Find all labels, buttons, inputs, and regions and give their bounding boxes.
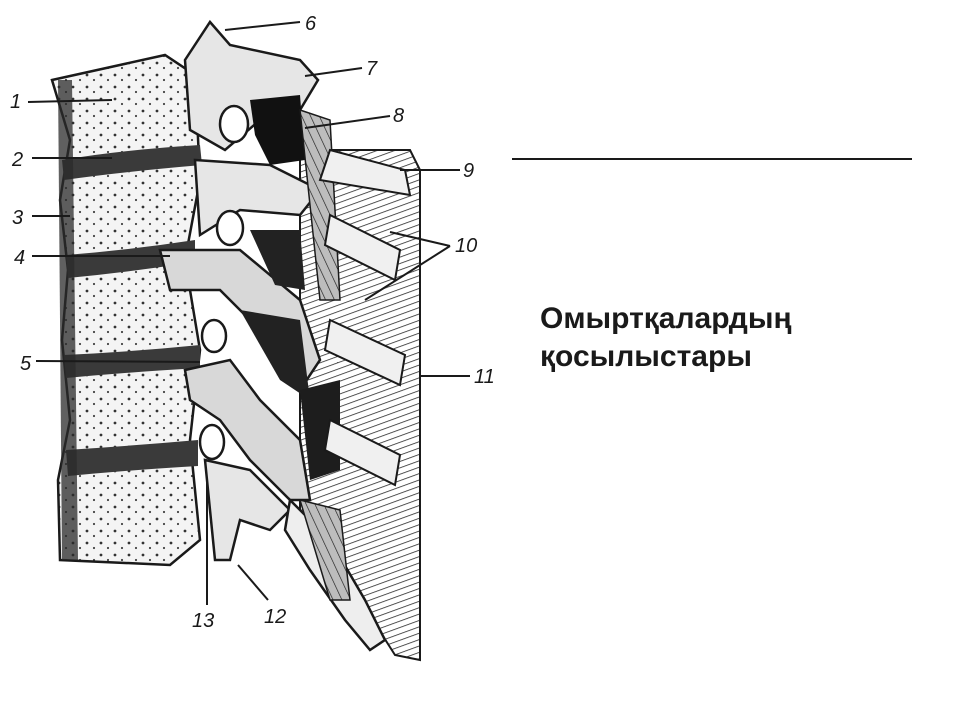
label-8: 8 bbox=[393, 105, 404, 127]
label-11: 11 bbox=[474, 366, 495, 388]
label-1: 1 bbox=[10, 91, 21, 113]
slide-title: Омыртқалардың қосылыстары bbox=[540, 300, 940, 376]
label-3: 3 bbox=[12, 207, 23, 229]
label-12: 12 bbox=[264, 606, 286, 628]
label-7: 7 bbox=[366, 58, 378, 80]
label-9: 9 bbox=[463, 160, 474, 182]
label-5: 5 bbox=[20, 353, 32, 375]
vertebral-column-illustration: 1 2 3 4 5 6 7 8 9 10 11 12 13 bbox=[10, 13, 495, 662]
label-4: 4 bbox=[14, 247, 25, 269]
label-2: 2 bbox=[11, 149, 23, 171]
horizontal-rule bbox=[512, 158, 912, 160]
label-13: 13 bbox=[192, 610, 214, 632]
slide-title-line-1: Омыртқалардың bbox=[540, 302, 792, 335]
label-6: 6 bbox=[305, 13, 317, 35]
slide-title-line-2: қосылыстары bbox=[540, 340, 752, 373]
label-10: 10 bbox=[455, 235, 477, 257]
